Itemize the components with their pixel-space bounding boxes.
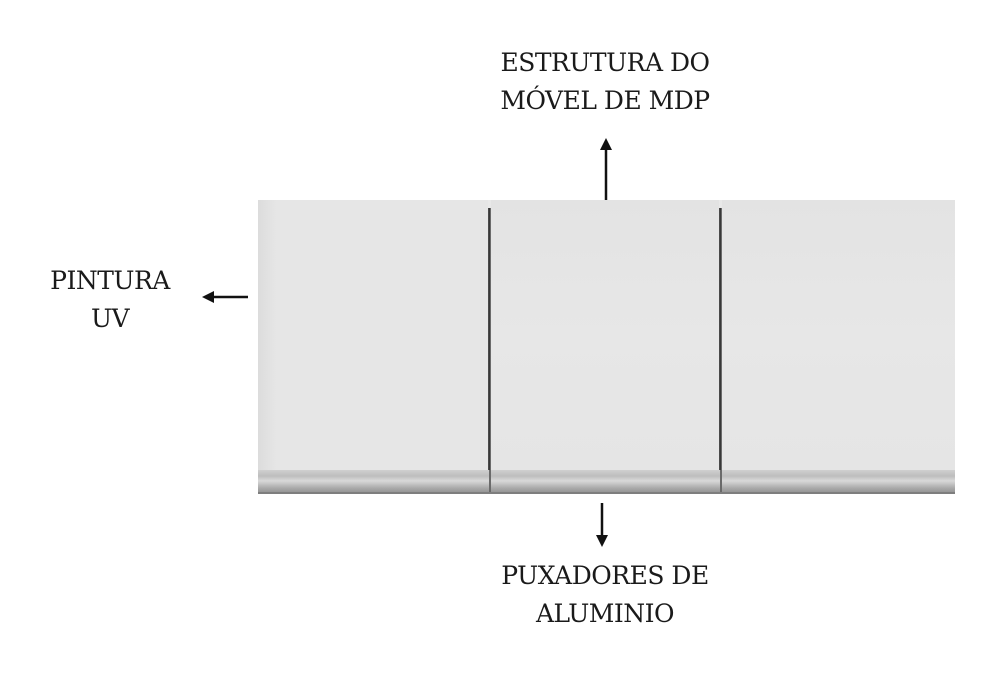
- arrow-left-icon: [202, 291, 248, 303]
- label-mdp-structure-line-2: MÓVEL DE MDP: [500, 86, 710, 115]
- label-uv-paint-line-1: PINTURA: [50, 266, 170, 295]
- label-aluminium-handles-line-1: PUXADORES DE: [501, 561, 709, 590]
- arrow-down-icon: [596, 503, 608, 547]
- cabinet-door-middle: [491, 200, 719, 470]
- label-uv-paint: PINTURA UV: [20, 262, 200, 338]
- cabinet-door-left: [258, 200, 488, 470]
- label-uv-paint-line-2: UV: [90, 304, 130, 333]
- aluminium-handle-profile: [258, 470, 955, 494]
- handle-separator: [489, 470, 491, 494]
- wall-cabinet: [258, 200, 955, 494]
- handle-shadow: [258, 492, 955, 494]
- door-gap: [488, 208, 491, 470]
- arrow-up-icon: [600, 138, 612, 200]
- label-aluminium-handles: PUXADORES DE ALUMINIO: [455, 557, 755, 633]
- label-mdp-structure: ESTRUTURA DO MÓVEL DE MDP: [455, 44, 755, 120]
- door-gap: [719, 208, 722, 470]
- handle-separator: [720, 470, 722, 494]
- label-mdp-structure-line-1: ESTRUTURA DO: [500, 48, 710, 77]
- label-aluminium-handles-line-2: ALUMINIO: [535, 599, 675, 628]
- cabinet-door-right: [722, 200, 955, 470]
